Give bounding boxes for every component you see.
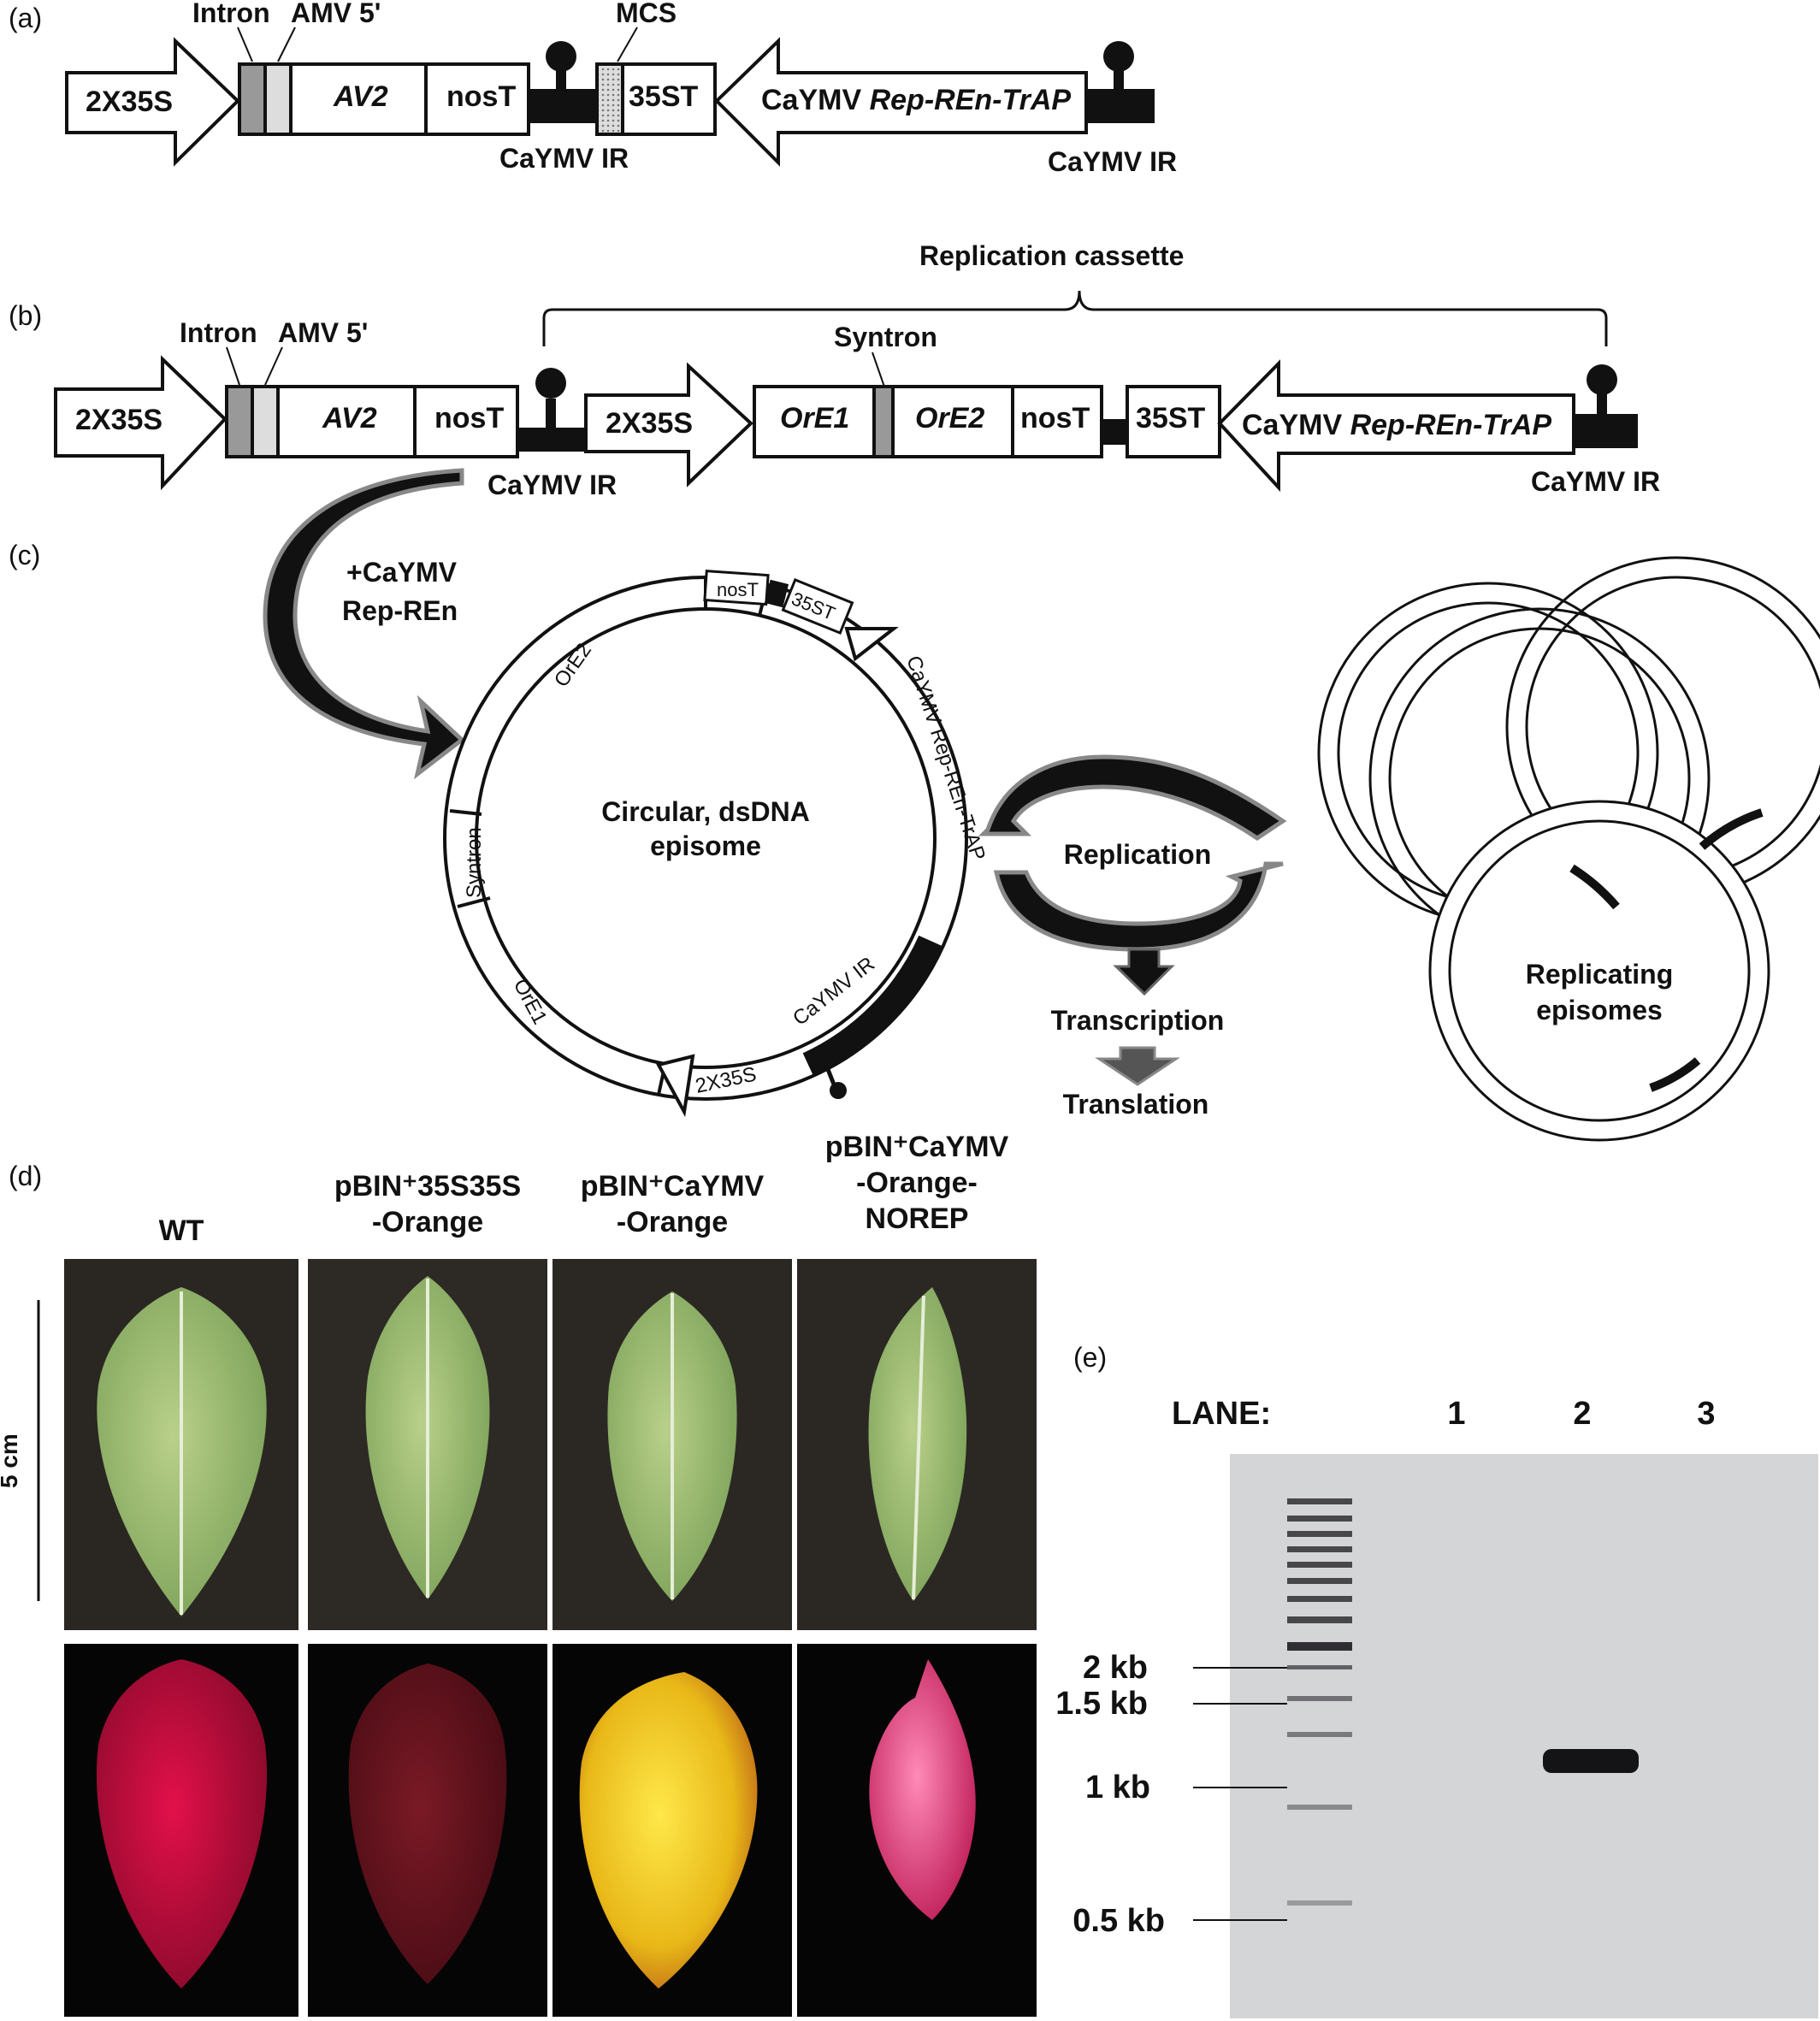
replicating-episomes: [1319, 558, 1820, 1140]
syntron-label-c: Syntron: [463, 827, 486, 898]
ir1-label-a: CaYMV IR: [499, 143, 629, 174]
rep-italic-b: Rep-REn-TrAP: [1350, 409, 1552, 441]
svg-text:CaYMV Rep-REn-TrAP: CaYMV Rep-REn-TrAP: [761, 84, 1071, 116]
panel-a: (a) Intron AMV 5' MCS 2X35S AV2 nosT 35S…: [9, 0, 1177, 177]
lane-2: 2: [1573, 1396, 1591, 1432]
ore2-label-b: OrE2: [915, 402, 984, 434]
panel-label-d: (d): [9, 1161, 42, 1191]
replicating-label-1: Replicating: [1526, 959, 1673, 990]
panel-e: (e) LANE: 1 2 3 2 kb: [1055, 1342, 1818, 2018]
rep-plain-b: CaYMV: [1242, 409, 1350, 441]
panel-label-a: (a): [9, 3, 42, 33]
leaf-photo-wt-white: [64, 1259, 298, 1630]
panel-label-c: (c): [9, 540, 40, 570]
col1-line1: WT: [159, 1214, 204, 1247]
ir1-label-b: CaYMV IR: [488, 470, 617, 500]
svg-text:CaYMV Rep-REn-TrAP: CaYMV Rep-REn-TrAP: [1242, 409, 1551, 441]
col2-line1: pBIN⁺35S35S: [334, 1170, 521, 1203]
transcription-label: Transcription: [1051, 1005, 1225, 1036]
leaf-photo-caymv-uv: [552, 1644, 792, 2017]
marker-1-5kb: 1.5 kb: [1055, 1686, 1148, 1722]
col4-line2: -Orange-: [856, 1167, 978, 1199]
leaf-photo-35s-uv: [308, 1644, 547, 2017]
lane-3: 3: [1697, 1396, 1715, 1432]
t35st-label-b: 35ST: [1136, 402, 1205, 434]
leaf-photo-caymv-white: [552, 1259, 792, 1630]
plus-label-2: Rep-REn: [342, 595, 458, 626]
mcs-label-a: MCS: [616, 0, 677, 28]
ir2-label-a: CaYMV IR: [1048, 146, 1177, 177]
episome-center-1: Circular, dsDNA: [601, 796, 810, 827]
panel-label-b: (b): [9, 300, 42, 331]
promoter2-label-b: 2X35S: [606, 407, 693, 440]
leaf-photo-35s-white: [308, 1259, 547, 1630]
amv-label-b: AMV 5': [278, 317, 368, 348]
promoter-label-a: 2X35S: [86, 86, 173, 118]
nost1-label-b: nosT: [434, 402, 504, 434]
col3-line1: pBIN⁺CaYMV: [581, 1170, 765, 1203]
marker-1kb: 1 kb: [1085, 1770, 1150, 1805]
translation-label: Translation: [1063, 1089, 1209, 1120]
ore1-label-b: OrE1: [780, 402, 849, 434]
marker-0-5kb: 0.5 kb: [1072, 1903, 1165, 1939]
col4-line3: NOREP: [866, 1203, 969, 1235]
col3-line2: -Orange: [617, 1206, 728, 1238]
replication-label: Replication: [1064, 839, 1211, 870]
panel-d: (d) WT pBIN⁺35S35S -Orange pBIN⁺CaYMV -O…: [0, 1131, 1037, 2017]
lane-label: LANE:: [1172, 1396, 1271, 1432]
nost-label-a: nosT: [446, 80, 516, 113]
leaf-photo-norep-white: [797, 1259, 1037, 1630]
scale-label: 5 cm: [0, 1433, 22, 1488]
rep-plain-a: CaYMV: [761, 84, 870, 116]
amv-label-a: AMV 5': [291, 0, 381, 28]
intron-label-b: Intron: [180, 317, 257, 348]
leaf-photo-norep-uv: [797, 1644, 1037, 2017]
panel-c: (c) +CaYMV Rep-REn Circular, dsDNA episo…: [9, 470, 1820, 1140]
episome-center-2: episome: [650, 830, 761, 861]
cassette-label: Replication cassette: [919, 240, 1184, 271]
av2-label-a: AV2: [333, 80, 388, 113]
syntron-label-b: Syntron: [834, 322, 937, 352]
replicating-label-2: episomes: [1536, 995, 1663, 1025]
leaf-photo-wt-uv: [64, 1644, 298, 2017]
plus-label-1: +CaYMV: [346, 557, 458, 588]
av2-label-b: AV2: [322, 402, 377, 434]
marker-2kb: 2 kb: [1083, 1650, 1148, 1686]
panel-label-e: (e): [1073, 1342, 1107, 1373]
col2-line2: -Orange: [372, 1206, 483, 1238]
promoter1-label-b: 2X35S: [75, 404, 162, 436]
ir2-label-b: CaYMV IR: [1531, 466, 1660, 497]
lane-1: 1: [1447, 1396, 1465, 1432]
panel-b: (b) Replication cassette Intron AMV 5' S…: [9, 240, 1660, 500]
intron-label-a: Intron: [192, 0, 270, 28]
nost-label-c: nosT: [717, 579, 759, 600]
t35st-label-a: 35ST: [629, 80, 698, 113]
nost2-label-b: nosT: [1020, 402, 1090, 434]
col4-line1: pBIN⁺CaYMV: [825, 1131, 1009, 1163]
pcr-band-lane-2: [1543, 1749, 1639, 1773]
rep-italic-a: Rep-REn-TrAP: [870, 84, 1072, 116]
